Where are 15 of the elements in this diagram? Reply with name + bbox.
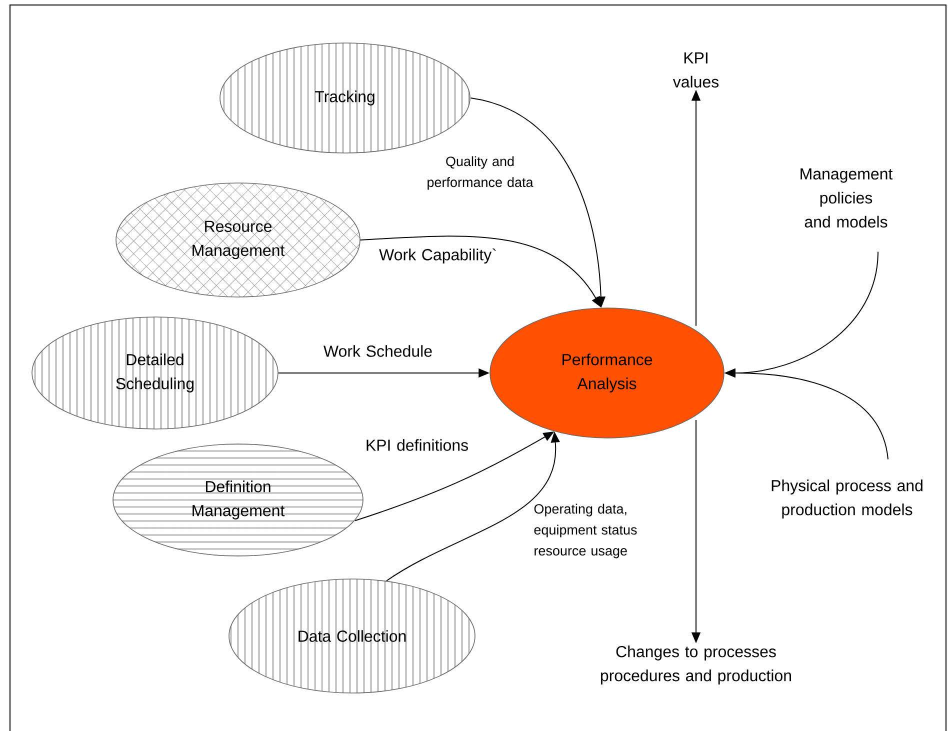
ellipse-node: Tracking: [220, 42, 470, 154]
annotation-text: KPI values: [672, 52, 719, 88]
edge-label: Operating data, equipment status resource usage: [534, 504, 637, 558]
edge-label: Quality and performance data: [428, 156, 534, 190]
annotation-text: Physical process and production models: [772, 480, 922, 518]
ellipse-node: Data Collection: [228, 578, 476, 694]
ellipse-node: Detailed Scheduling: [32, 316, 278, 430]
ellipse-node: Definition Management: [112, 444, 364, 556]
ellipse-node: Performance Analysis: [490, 308, 724, 438]
edge-label: Work Schedule: [324, 345, 432, 357]
edge-label: KPI definitions: [366, 439, 468, 451]
annotation-text: Management policies and models: [800, 168, 893, 228]
annotation-text: Changes to processes procedures and production: [600, 646, 791, 684]
ellipse-node: Resource Management: [116, 182, 360, 298]
edge-label: Work Capability`: [379, 248, 496, 264]
